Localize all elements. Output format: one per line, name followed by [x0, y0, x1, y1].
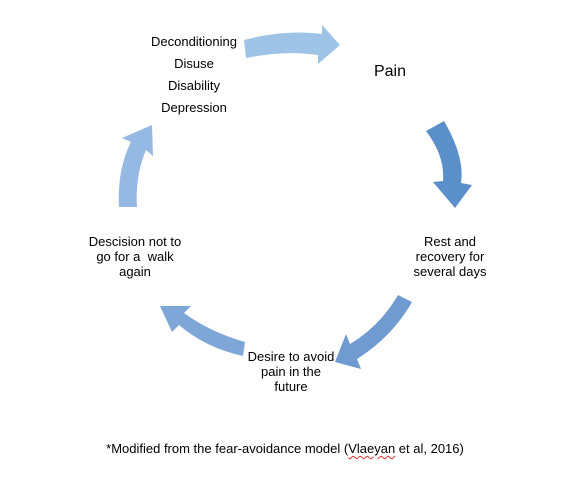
- node-text-line: Rest and: [423, 234, 477, 249]
- footnote: *Modified from the fear-avoidance model …: [70, 441, 500, 457]
- node-text-line: several days: [413, 264, 487, 279]
- node-text-line: Descision not to: [88, 234, 182, 249]
- node-pain: Pain: [358, 62, 422, 82]
- node-text-line: Desire to avoid: [247, 349, 335, 364]
- node-pain-label: Pain: [373, 63, 407, 80]
- node-text-line: pain in the: [261, 364, 321, 379]
- node-text-line: Disability: [167, 78, 220, 93]
- node-text-line: future: [274, 379, 308, 394]
- node-text-line: Disuse: [174, 56, 214, 71]
- node-text-line: Depression: [161, 100, 227, 115]
- arrow-desire-to-decision: [160, 306, 245, 356]
- arrow-deconditioning-to-pain: [244, 25, 340, 64]
- arrow-decision-to-deconditioning: [118, 125, 153, 207]
- arrow-pain-to-rest: [426, 121, 472, 208]
- node-rest-and-recovery: Rest and recovery for several days: [400, 234, 500, 279]
- node-desire-to-avoid-pain: Desire to avoid pain in the future: [232, 349, 350, 394]
- node-text-line: recovery for: [415, 249, 485, 264]
- node-deconditioning-block: Deconditioning Disuse Disability Depress…: [134, 31, 254, 119]
- footnote-text-start: *Modified from the fear-avoidance model …: [106, 441, 349, 456]
- node-text-line: again: [119, 264, 151, 279]
- footnote-flagged-word: Vlaeyan: [348, 441, 396, 456]
- footnote-text-end: et al, 2016): [395, 441, 464, 456]
- node-decision-not-to-walk: Descision not to go for a walk again: [76, 234, 194, 279]
- node-text-line: Deconditioning: [150, 34, 237, 49]
- arrow-rest-to-desire: [335, 295, 412, 369]
- node-text-line: go for a walk: [96, 249, 174, 264]
